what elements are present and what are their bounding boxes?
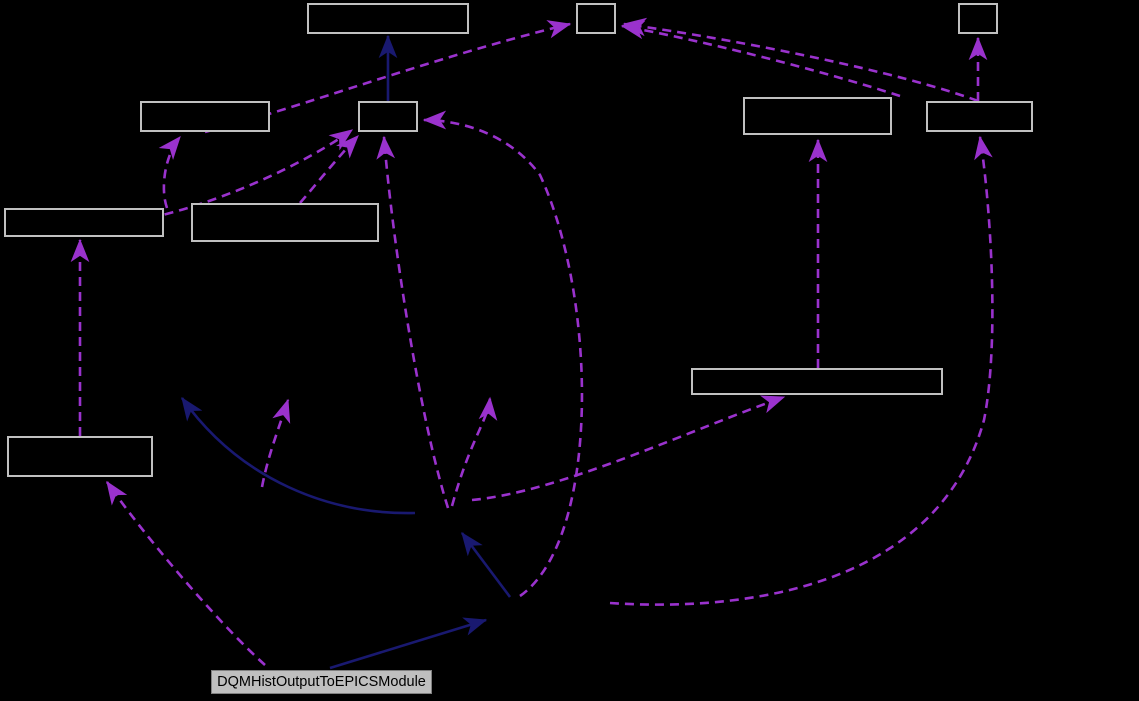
edge-row2left-to-topsmall — [204, 20, 572, 134]
node-n_row2_left[interactable] — [140, 101, 270, 132]
node-n_row3_left[interactable] — [4, 208, 164, 237]
node-n_top_right[interactable] — [958, 3, 998, 34]
node-label: DQMHistOutputToEPICSModule — [217, 673, 426, 690]
inheritance-edges — [70, 17, 994, 666]
edge-row2right2-to-topsmall — [622, 17, 979, 103]
edge-hubbottom-to-row2right2 — [609, 135, 994, 606]
edge-focus-to-lowerhub — [329, 617, 488, 670]
edge-hub-to-left-curve — [180, 396, 416, 515]
edge-hub-to-row3mid — [260, 398, 291, 488]
node-n_row2_mid[interactable] — [358, 101, 418, 132]
edge-row2right1-to-topsmall — [620, 20, 901, 98]
usage-edges — [180, 34, 512, 670]
edge-row3mid-to-row2mid — [299, 135, 359, 204]
node-n_top_small[interactable] — [576, 3, 616, 34]
edge-hub-to-row4right — [471, 395, 786, 502]
node-n_row2_right2[interactable] — [926, 101, 1033, 132]
node-n_row3_mid[interactable] — [191, 203, 379, 242]
edge-lowerhub-to-hub — [460, 531, 512, 598]
edge-hub-to-row2mid — [376, 135, 450, 509]
edge-focus-to-row5left — [105, 480, 266, 666]
node-n_row4_right[interactable] — [691, 368, 943, 395]
node-n_top_wide[interactable] — [307, 3, 469, 34]
edge-hub-to-row2mid-b — [450, 396, 498, 507]
edge-row3left-to-row2left — [158, 136, 182, 209]
edge-left-to-row2mid — [149, 128, 354, 220]
node-n_row2_right1[interactable] — [743, 97, 892, 135]
node-n_row5_left[interactable] — [7, 436, 153, 477]
node-n_focus[interactable]: DQMHistOutputToEPICSModule — [211, 670, 432, 694]
edge-hubright-to-row2mid — [422, 110, 584, 598]
